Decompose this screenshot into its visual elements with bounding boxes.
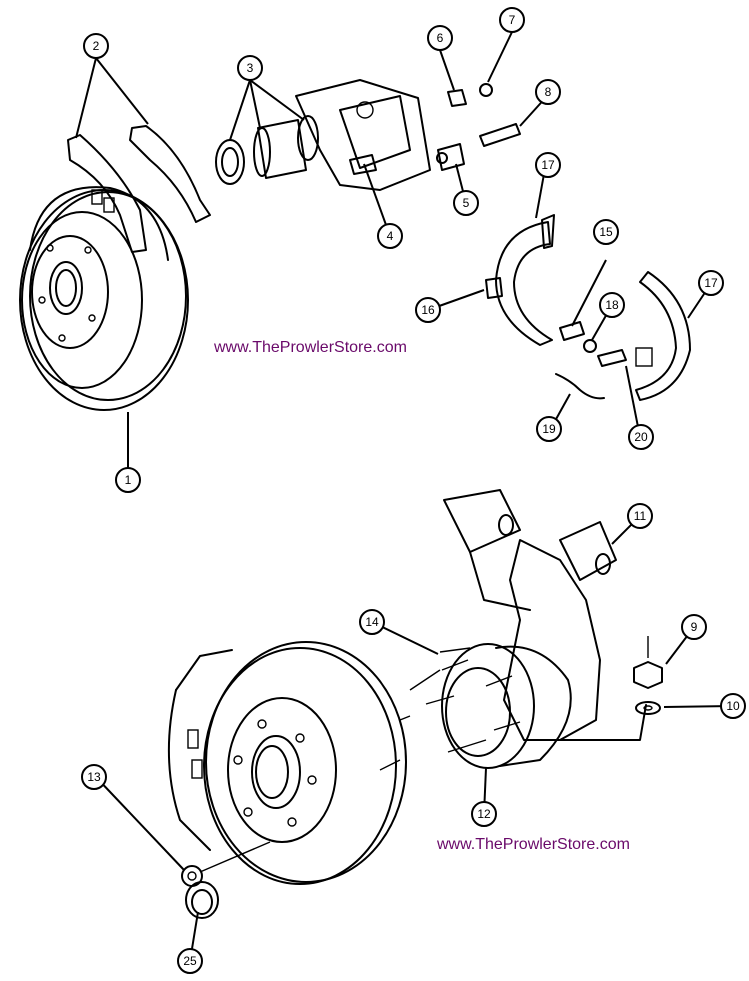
callout-label: 19 bbox=[542, 422, 556, 436]
callout-label: 10 bbox=[726, 699, 740, 713]
callout-11[interactable]: 11 bbox=[627, 503, 653, 529]
callout-17-right[interactable]: 17 bbox=[698, 270, 724, 296]
leader-lines bbox=[75, 31, 734, 962]
callout-17-upper[interactable]: 17 bbox=[535, 152, 561, 178]
callout-12[interactable]: 12 bbox=[471, 801, 497, 827]
watermark-upper[interactable]: www.TheProwlerStore.com bbox=[214, 339, 407, 356]
callout-label: 7 bbox=[509, 13, 516, 27]
callout-label: 2 bbox=[93, 39, 100, 53]
callout-label: 11 bbox=[634, 509, 647, 523]
callout-14[interactable]: 14 bbox=[359, 609, 385, 635]
callout-2[interactable]: 2 bbox=[83, 33, 109, 59]
callout-1[interactable]: 1 bbox=[115, 467, 141, 493]
callout-label: 18 bbox=[605, 298, 619, 312]
callout-label: 13 bbox=[87, 770, 101, 784]
watermark-lower[interactable]: www.TheProwlerStore.com bbox=[437, 836, 630, 853]
callout-label: 15 bbox=[599, 225, 613, 239]
callout-label: 3 bbox=[247, 61, 254, 75]
callout-label: 20 bbox=[634, 430, 648, 444]
callout-9[interactable]: 9 bbox=[681, 614, 707, 640]
callout-5[interactable]: 5 bbox=[453, 190, 479, 216]
front-rotor-drawing bbox=[167, 641, 441, 885]
callout-label: 25 bbox=[183, 954, 197, 968]
callout-3[interactable]: 3 bbox=[237, 55, 263, 81]
dust-cap-drawing bbox=[185, 881, 219, 919]
callout-6[interactable]: 6 bbox=[427, 25, 453, 51]
callout-25[interactable]: 25 bbox=[177, 948, 203, 974]
callout-10[interactable]: 10 bbox=[720, 693, 746, 719]
knuckle-drawing bbox=[443, 489, 647, 741]
callout-label: 16 bbox=[421, 303, 435, 317]
small-hardware-drawing bbox=[436, 83, 521, 171]
callout-label: 8 bbox=[545, 85, 552, 99]
callout-label: 17 bbox=[704, 276, 718, 290]
callout-label: 17 bbox=[541, 158, 555, 172]
brake-pads-drawing bbox=[67, 125, 211, 253]
callout-4[interactable]: 4 bbox=[377, 223, 403, 249]
callout-label: 12 bbox=[477, 807, 491, 821]
callout-15[interactable]: 15 bbox=[593, 219, 619, 245]
callout-label: 4 bbox=[387, 229, 394, 243]
callout-16[interactable]: 16 bbox=[415, 297, 441, 323]
callout-19[interactable]: 19 bbox=[536, 416, 562, 442]
hub-bearing-drawing bbox=[425, 643, 572, 769]
callout-label: 9 bbox=[691, 620, 698, 634]
caliper-drawing bbox=[215, 79, 431, 191]
callout-20[interactable]: 20 bbox=[628, 424, 654, 450]
rear-rotor-drawing bbox=[19, 186, 189, 411]
nut-washer-drawing bbox=[633, 636, 663, 715]
callout-18[interactable]: 18 bbox=[599, 292, 625, 318]
callout-label: 5 bbox=[463, 196, 470, 210]
callout-13[interactable]: 13 bbox=[81, 764, 107, 790]
callout-8[interactable]: 8 bbox=[535, 79, 561, 105]
hub-nut-drawing bbox=[181, 841, 271, 887]
callout-7[interactable]: 7 bbox=[499, 7, 525, 33]
callout-label: 14 bbox=[365, 615, 379, 629]
callout-label: 6 bbox=[437, 31, 444, 45]
parking-brake-shoes-drawing bbox=[485, 214, 691, 401]
callout-label: 1 bbox=[125, 473, 132, 487]
